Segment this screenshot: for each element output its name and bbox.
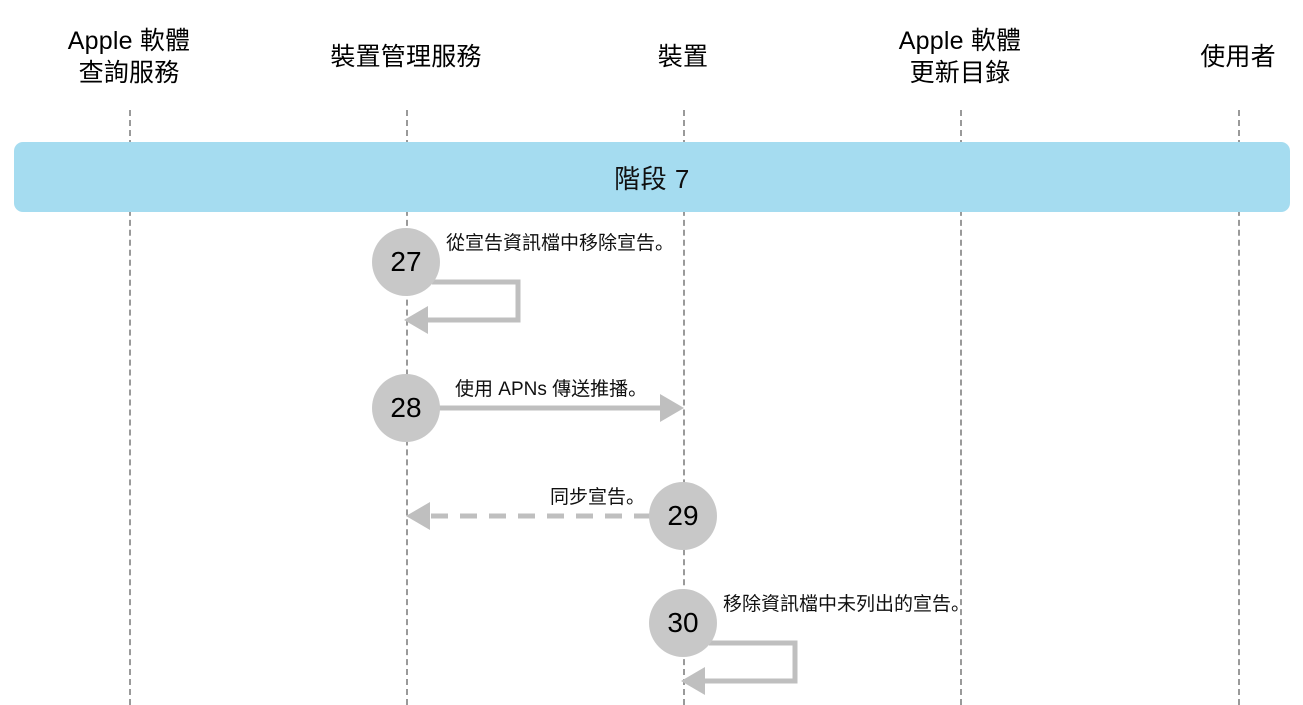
step-bubble-29: 29 xyxy=(649,482,717,550)
actor-header-device-management-service: 裝置管理服務 xyxy=(330,43,482,71)
lifeline-apple-software-update-catalog xyxy=(960,110,962,705)
lifeline-device xyxy=(683,110,685,705)
lifeline-user xyxy=(1238,110,1240,705)
lifeline-apple-software-lookup-service xyxy=(129,110,131,705)
phase-banner-label: 階段 7 xyxy=(614,163,690,194)
step-bubble-30: 30 xyxy=(649,589,717,657)
step-bubble-27: 27 xyxy=(372,228,440,296)
step-label-29: 同步宣告。 xyxy=(549,487,645,508)
step-label-30: 移除資訊檔中未列出的宣告。 xyxy=(723,594,971,615)
step-number-29: 29 xyxy=(667,500,699,531)
actor-header-apple-software-lookup-service: Apple 軟體 查詢服務 xyxy=(67,27,191,87)
phase-banner: 階段 7 xyxy=(14,142,1290,212)
actor-header-device: 裝置 xyxy=(657,43,709,71)
actor-header-apple-software-update-catalog: Apple 軟體 更新目錄 xyxy=(898,27,1022,87)
step-number-28: 28 xyxy=(390,392,422,423)
step-label-28: 使用 APNs 傳送推播。 xyxy=(455,379,648,400)
step-number-27: 27 xyxy=(390,246,422,277)
step-number-30: 30 xyxy=(667,607,699,638)
actor-header-user: 使用者 xyxy=(1200,43,1276,71)
step-bubble-28: 28 xyxy=(372,374,440,442)
step-label-27: 從宣告資訊檔中移除宣告。 xyxy=(446,233,675,254)
